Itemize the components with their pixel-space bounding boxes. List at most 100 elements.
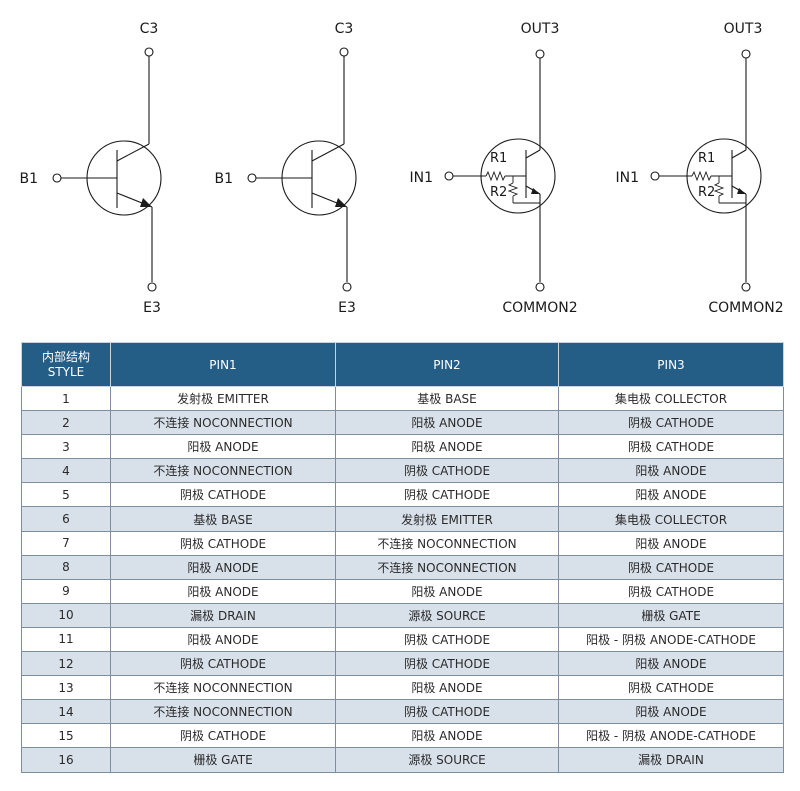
pin1-cell: 不连接 NOCONNECTION xyxy=(110,699,336,725)
pin1-cell: 阳极 ANODE xyxy=(110,434,336,460)
pin2-cell: 阴极 CATHODE xyxy=(335,651,559,677)
style-number-cell: 9 xyxy=(21,578,111,604)
style-number-cell: 13 xyxy=(21,675,111,701)
pin2-cell: 源极 SOURCE xyxy=(335,747,559,773)
pin3-cell: 阳极 ANODE xyxy=(558,651,784,677)
style-number-cell: 3 xyxy=(21,434,111,460)
table-header-row: 内部结构 STYLE PIN1 PIN2 PIN3 xyxy=(21,342,784,387)
style-number-cell: 2 xyxy=(21,410,111,436)
pin2-cell: 阳极 ANODE xyxy=(335,434,559,460)
pin2-cell: 阳极 ANODE xyxy=(335,410,559,436)
npn-transistor-symbol-1: C3 B1 E3 xyxy=(19,21,162,316)
pin2-cell: 阴极 CATHODE xyxy=(335,699,559,725)
e3-terminal xyxy=(147,282,157,292)
digital-transistor-symbol-1: R1 R2 OUT3 IN1 COMMON2 xyxy=(409,21,577,316)
pin3-cell: 阳极 - 阴极 ANODE-CATHODE xyxy=(558,626,784,653)
style-number-cell: 6 xyxy=(21,506,111,532)
in-label: IN1 xyxy=(409,170,433,186)
pin2-cell: 不连接 NOCONNECTION xyxy=(335,530,559,556)
emitter-arrow-icon xyxy=(737,188,746,194)
pin2-column-header: PIN2 xyxy=(335,342,559,387)
pin2-cell: 发射极 EMITTER xyxy=(335,506,559,532)
pin2-cell: 阴极 CATHODE xyxy=(335,626,559,653)
digital-transistor-symbol-2: R1 R2 OUT3 IN1 COMMON2 xyxy=(615,21,783,316)
r2-label: R2 xyxy=(490,185,507,200)
c3-terminal xyxy=(339,47,349,57)
b1-terminal xyxy=(247,173,257,183)
pin1-cell: 阴极 CATHODE xyxy=(110,723,336,749)
emitter-arrow-icon xyxy=(531,188,540,194)
style-number-cell: 5 xyxy=(21,482,111,508)
pin1-cell: 阳极 ANODE xyxy=(110,578,336,604)
pin1-cell: 不连接 NOCONNECTION xyxy=(110,458,336,484)
style-header-en: STYLE xyxy=(47,364,85,379)
pin3-cell: 漏极 DRAIN xyxy=(558,747,784,773)
pin3-cell: 集电极 COLLECTOR xyxy=(558,385,784,412)
pin1-cell: 不连接 NOCONNECTION xyxy=(110,410,336,436)
style-number-cell: 1 xyxy=(21,385,111,412)
c3-terminal xyxy=(144,47,154,57)
pin3-cell: 阴极 CATHODE xyxy=(558,554,784,580)
pin3-cell: 阳极 - 阴极 ANODE-CATHODE xyxy=(558,723,784,749)
in1-terminal xyxy=(444,171,454,181)
style-number-cell: 8 xyxy=(21,554,111,580)
npn-transistor-symbol-2: C3 B1 E3 xyxy=(214,21,357,316)
pin3-cell: 阳极 ANODE xyxy=(558,482,784,508)
pin2-cell: 阴极 CATHODE xyxy=(335,458,559,484)
pin3-cell: 阴极 CATHODE xyxy=(558,578,784,604)
pin3-cell: 阳极 ANODE xyxy=(558,530,784,556)
style-number-cell: 15 xyxy=(21,723,111,749)
out3-terminal xyxy=(741,49,751,59)
pin3-cell: 阴极 CATHODE xyxy=(558,434,784,460)
style-number-cell: 10 xyxy=(21,602,111,628)
style-number-cell: 16 xyxy=(21,747,111,773)
out-label: OUT3 xyxy=(724,21,763,37)
r1-label: R1 xyxy=(698,151,715,166)
pin3-cell: 栅极 GATE xyxy=(558,602,784,628)
pin1-cell: 基极 BASE xyxy=(110,506,336,532)
pin3-cell: 阴极 CATHODE xyxy=(558,675,784,701)
pin2-cell: 阳极 ANODE xyxy=(335,675,559,701)
style-number-cell: 4 xyxy=(21,458,111,484)
emitter-arrow-icon xyxy=(335,198,347,207)
pin1-cell: 阴极 CATHODE xyxy=(110,530,336,556)
in1-terminal xyxy=(650,171,660,181)
common-label: COMMON2 xyxy=(502,300,577,316)
base-label: B1 xyxy=(214,171,233,187)
emitter-label: E3 xyxy=(143,300,161,316)
common-label: COMMON2 xyxy=(708,300,783,316)
out3-terminal xyxy=(535,49,545,59)
collector-label: C3 xyxy=(335,21,354,37)
style-number-cell: 11 xyxy=(21,626,111,653)
r2-label: R2 xyxy=(698,185,715,200)
pin3-cell: 阳极 ANODE xyxy=(558,458,784,484)
pin1-cell: 阴极 CATHODE xyxy=(110,651,336,677)
pin2-cell: 基极 BASE xyxy=(335,385,559,412)
style-column-header: 内部结构 STYLE xyxy=(21,342,111,387)
b1-terminal xyxy=(52,173,62,183)
pin1-cell: 阳极 ANODE xyxy=(110,626,336,653)
pin1-cell: 不连接 NOCONNECTION xyxy=(110,675,336,701)
e3-terminal xyxy=(342,282,352,292)
base-label: B1 xyxy=(19,171,38,187)
pin1-column-header: PIN1 xyxy=(110,342,336,387)
pin1-cell: 发射极 EMITTER xyxy=(110,385,336,412)
common2-terminal xyxy=(535,282,545,292)
pin2-cell: 阳极 ANODE xyxy=(335,578,559,604)
pin3-column-header: PIN3 xyxy=(558,342,784,387)
